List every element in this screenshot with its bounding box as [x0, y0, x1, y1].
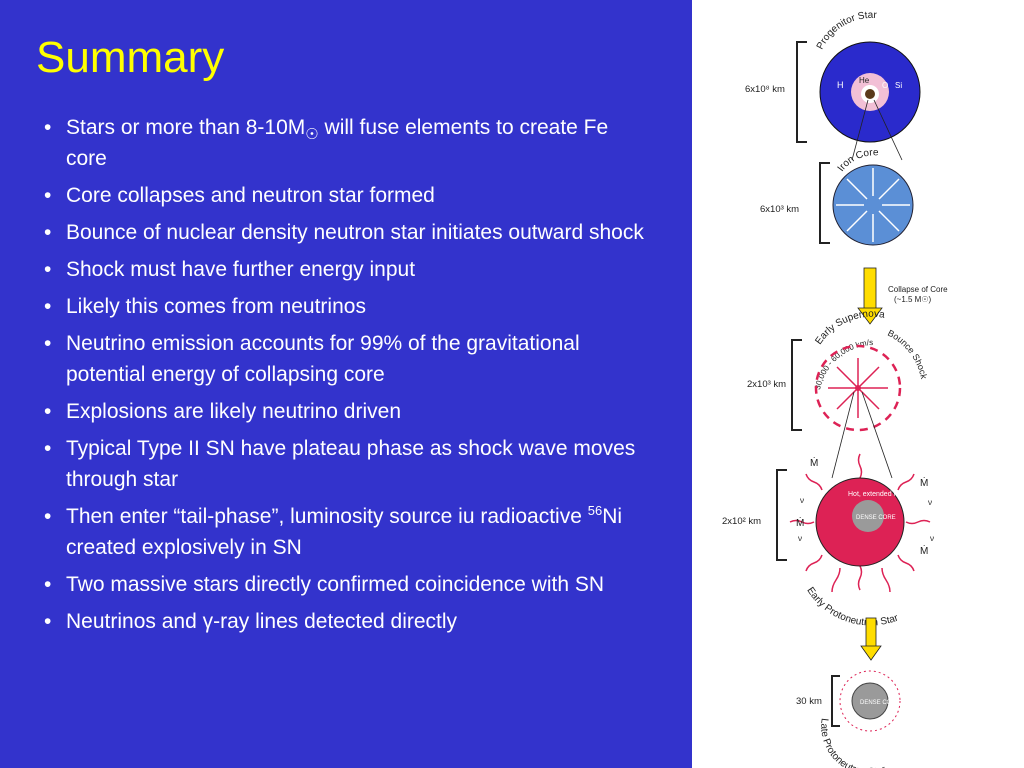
- late-pns-bracket: [831, 675, 840, 727]
- nu-label-3: ν: [798, 534, 802, 543]
- early-pns-label: Early Protoneutron Star: [804, 585, 900, 628]
- infall-arrows: [836, 168, 910, 242]
- zoom-line-right-2: [861, 391, 893, 479]
- shock-rays: [828, 358, 888, 418]
- sun-symbol: ☉: [305, 126, 319, 144]
- supernova-diagram-panel: Progenitor Star 6x10⁸ km H He O Si Iron …: [692, 0, 1024, 768]
- list-item: Neutrinos and γ-ray lines detected direc…: [44, 606, 644, 637]
- bullet-text: Ni created explosively in SN: [66, 505, 623, 559]
- list-item: Core collapses and neutron star formed: [44, 180, 644, 211]
- early-pns-size: 2x10² km: [722, 516, 761, 527]
- early-pns-bracket: [776, 469, 787, 561]
- list-item: Explosions are likely neutrino driven: [44, 396, 644, 427]
- late-pns-halo: [839, 670, 901, 732]
- zoom-line-left-2: [831, 391, 855, 479]
- layer-si-label: Si: [895, 81, 902, 90]
- dense-core: [852, 500, 884, 532]
- early-supernova-label: Early Supernova: [813, 309, 886, 347]
- late-pns-size: 30 km: [796, 696, 822, 707]
- list-item: Bounce of nuclear density neutron star i…: [44, 217, 644, 248]
- bullet-text: Neutrinos and: [66, 610, 203, 633]
- collapse-arrow-head: [857, 307, 883, 325]
- bullet-text: will fuse elements to create Fe core: [66, 116, 609, 170]
- slide-title: Summary: [36, 33, 225, 82]
- progenitor-bracket: [796, 41, 807, 143]
- slide-content: Summary Stars or more than 8-10M☉ will f…: [0, 0, 692, 768]
- collapse-mass: (~1.5 M☉): [894, 295, 932, 304]
- nu-label-4: ν: [930, 534, 934, 543]
- mdot-label-1: Ṁ: [920, 476, 928, 489]
- zoom-line-left: [851, 99, 869, 161]
- collapse-label: Collapse of Core: [888, 285, 948, 294]
- list-item: Then enter “tail-phase”, luminosity sour…: [44, 501, 644, 563]
- nu-label-1: ν: [800, 496, 804, 505]
- bullet-text: Then enter “tail-phase”, luminosity sour…: [66, 505, 588, 528]
- progenitor-size: 6x10⁸ km: [745, 84, 785, 95]
- early-sn-center: [855, 385, 861, 391]
- list-item: Neutrino emission accounts for 99% of th…: [44, 328, 644, 390]
- nu-label-2: ν: [928, 498, 932, 507]
- mdot-label-2: Ṁ: [796, 516, 804, 529]
- mdot-label-4: Ṁ: [810, 456, 818, 469]
- layer-he-label: He: [859, 76, 870, 85]
- gamma-symbol: γ: [202, 610, 214, 633]
- bullet-text: -ray lines detected directly: [213, 610, 458, 633]
- progenitor-iron-center: [865, 89, 875, 99]
- list-item: Typical Type II SN have plateau phase as…: [44, 433, 644, 495]
- evolution-arrow-shaft: [865, 617, 877, 649]
- bullet-text: Stars or more than 8-10M: [66, 116, 306, 139]
- neutrino-wiggles: [789, 453, 931, 593]
- list-item: Stars or more than 8-10M☉ will fuse elem…: [44, 112, 644, 174]
- list-item: Shock must have further energy input: [44, 254, 644, 285]
- late-core-label: DENSE CORE: [860, 700, 900, 706]
- iron-bracket: [819, 162, 830, 244]
- collapse-arrow-shaft: [863, 267, 877, 311]
- layer-h-label: H: [837, 80, 844, 90]
- supernova-diagram: Progenitor Star 6x10⁸ km H He O Si Iron …: [722, 10, 948, 768]
- mdot-label-3: Ṁ: [920, 544, 928, 557]
- dense-core-label: DENSE CORE: [856, 515, 896, 521]
- mantle-label: Hot, extended mantle: [848, 491, 915, 498]
- late-protoneutron-star: [851, 682, 889, 720]
- early-sn-size: 2x10³ km: [747, 379, 786, 390]
- iron-size: 6x10³ km: [760, 204, 799, 215]
- list-item: Two massive stars directly confirmed coi…: [44, 569, 644, 600]
- layer-o-label: O: [882, 81, 888, 90]
- list-item: Likely this comes from neutrinos: [44, 291, 644, 322]
- early-sn-bracket: [791, 339, 802, 431]
- isotope-superscript: 56: [587, 503, 603, 518]
- zoom-line-right: [873, 99, 903, 161]
- evolution-arrow-head: [860, 645, 882, 661]
- bullet-list: Stars or more than 8-10M☉ will fuse elem…: [44, 112, 644, 643]
- bounce-shock-label: Bounce Shock: [886, 328, 929, 380]
- bounce-shock-front: [814, 344, 902, 432]
